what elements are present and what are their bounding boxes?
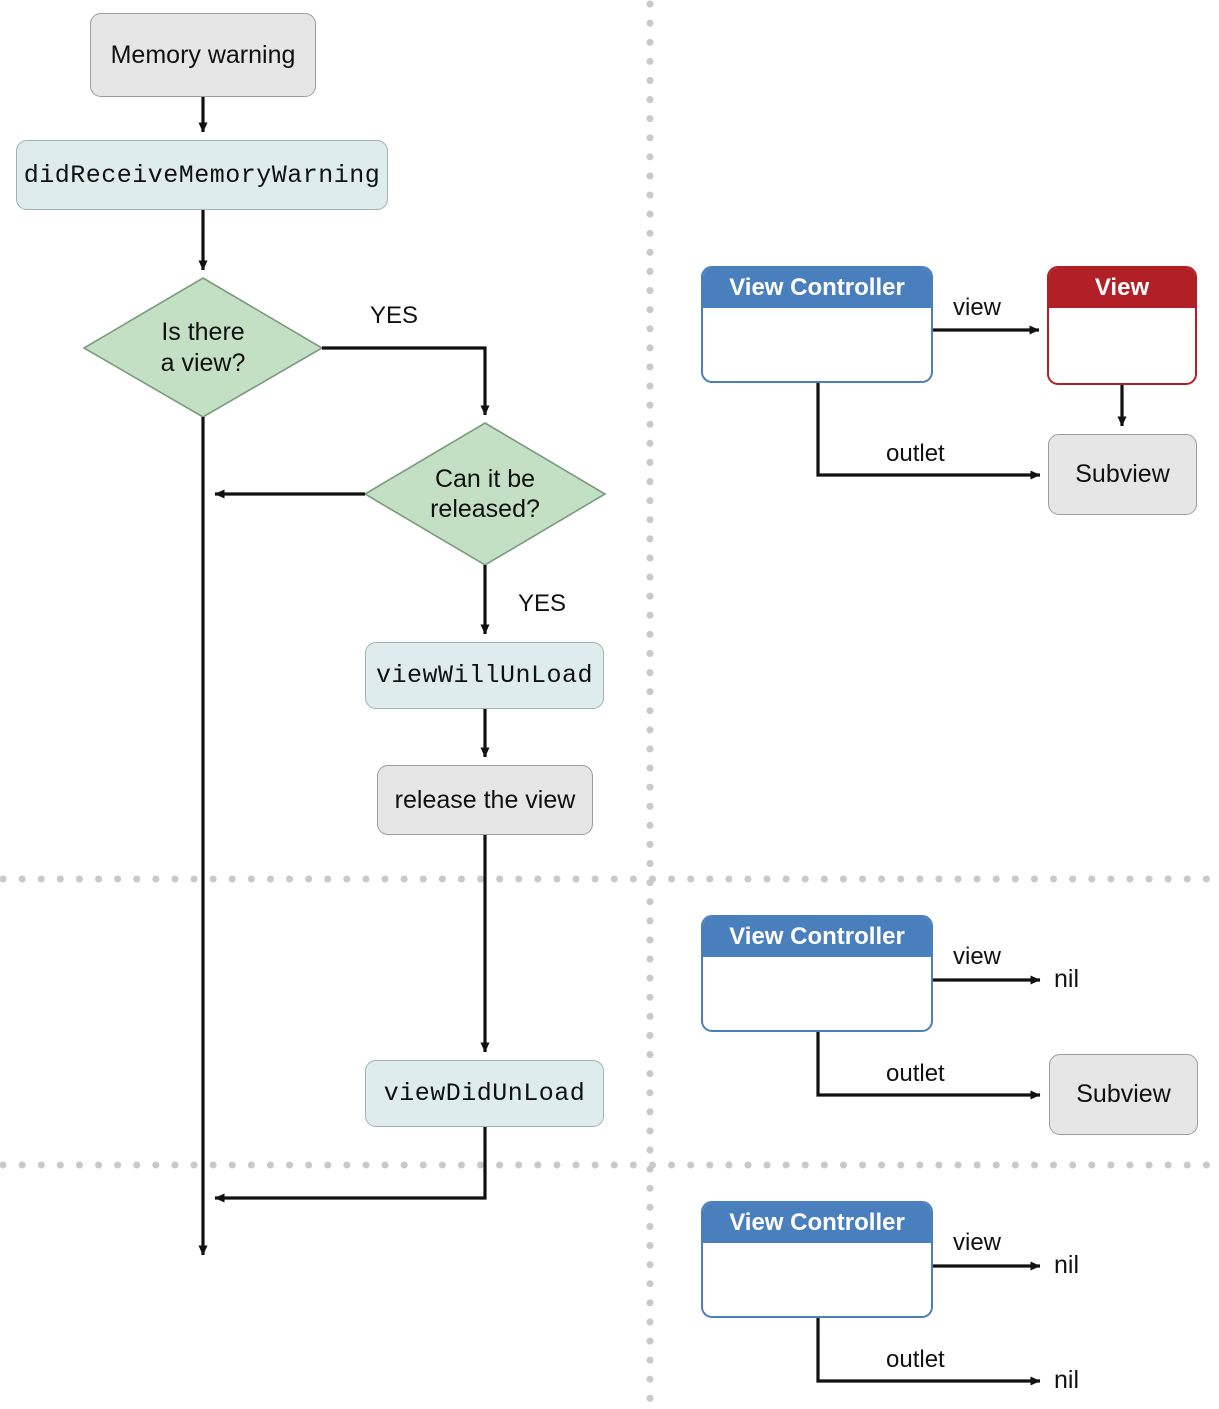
edge-vc-outlet-2 — [816, 1032, 1041, 1100]
panel-2-subview-box[interactable]: Subview — [1049, 1054, 1198, 1135]
node-release-the-view[interactable]: release the view — [377, 765, 593, 835]
panel-2-edge-label-view: view — [953, 943, 1002, 970]
node-did-receive-memory-warning-label: didReceiveMemoryWarning — [23, 160, 381, 190]
panel-2-view-controller-title: View Controller — [703, 917, 931, 957]
edge-vc-outlet-3 — [816, 1318, 1041, 1386]
node-release-the-view-label: release the view — [394, 785, 576, 814]
panel-1-view-card[interactable]: View — [1047, 266, 1197, 385]
panel-3-outlet-nil-label: nil — [1054, 1366, 1080, 1394]
panel-1-edge-label-view: view — [953, 294, 1002, 321]
edge-label-can-it-be-released-yes: YES — [518, 590, 567, 617]
panel-3-edge-label-view: view — [953, 1229, 1002, 1256]
is-there-a-view-line1: Is there — [161, 318, 245, 346]
node-is-there-a-view[interactable]: Is there a view? — [84, 278, 322, 417]
panel-1-edge-label-outlet: outlet — [886, 440, 945, 467]
edge-vc-outlet-1 — [816, 382, 1041, 480]
node-did-receive-memory-warning[interactable]: didReceiveMemoryWarning — [16, 140, 388, 210]
node-can-it-be-released-label: Can it be released? — [365, 423, 605, 565]
panel-3-view-nil-label: nil — [1054, 1251, 1080, 1279]
panel-1-view-title: View — [1049, 268, 1195, 308]
panel-2-edge-label-outlet: outlet — [886, 1060, 945, 1087]
panel-3-view-controller-title: View Controller — [703, 1203, 931, 1243]
can-it-be-released-line2: released? — [430, 495, 540, 523]
node-view-will-unload[interactable]: viewWillUnLoad — [365, 642, 604, 709]
node-memory-warning[interactable]: Memory warning — [90, 13, 316, 97]
panel-1-view-controller-card[interactable]: View Controller — [701, 266, 933, 383]
can-it-be-released-line1: Can it be — [434, 464, 536, 493]
panel-2-view-nil-label: nil — [1054, 965, 1080, 993]
panel-2-subview-label: Subview — [1076, 1080, 1171, 1108]
edge-label-is-there-a-view-yes: YES — [370, 302, 419, 329]
node-view-did-unload-label: viewDidUnLoad — [383, 1079, 586, 1108]
panel-2-view-controller-card[interactable]: View Controller — [701, 915, 933, 1032]
panel-3-edge-label-outlet: outlet — [886, 1346, 945, 1373]
panel-1-view-controller-title: View Controller — [703, 268, 931, 308]
node-view-will-unload-label: viewWillUnLoad — [375, 661, 594, 690]
node-is-there-a-view-label: Is there a view? — [84, 278, 322, 417]
node-view-did-unload[interactable]: viewDidUnLoad — [365, 1060, 604, 1127]
node-memory-warning-label: Memory warning — [110, 40, 296, 69]
node-can-it-be-released[interactable]: Can it be released? — [365, 423, 605, 565]
panel-3-view-controller-card[interactable]: View Controller — [701, 1201, 933, 1318]
is-there-a-view-line2: a view? — [160, 348, 246, 377]
panel-1-subview-label: Subview — [1075, 460, 1170, 488]
panel-1-subview-box[interactable]: Subview — [1048, 434, 1197, 515]
